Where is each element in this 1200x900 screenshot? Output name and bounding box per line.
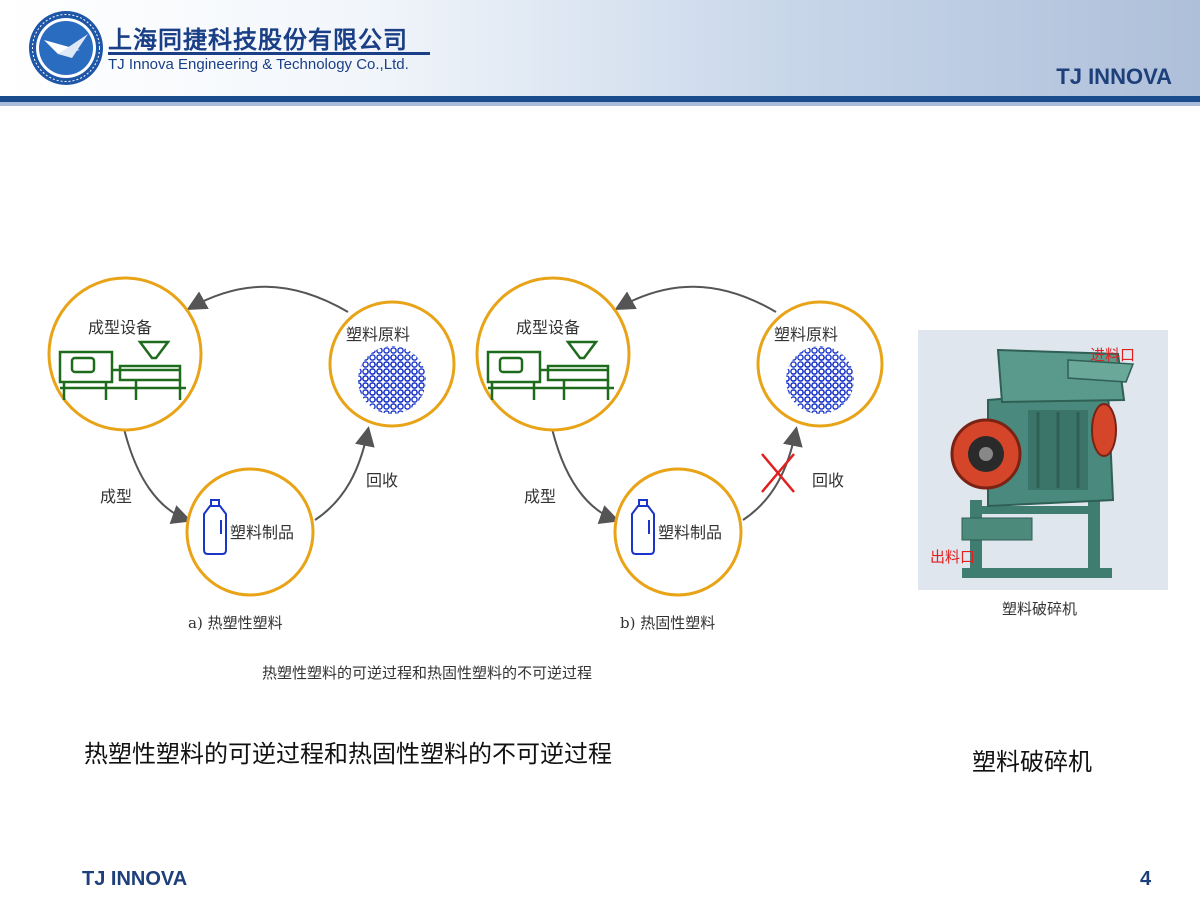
discharge-tray: [961, 517, 1033, 541]
panel-caption: a) 热塑性塑料: [188, 614, 283, 632]
product-label: 塑料制品: [230, 523, 294, 542]
header-rule-light: [0, 102, 1200, 106]
header-rule-dark: [0, 96, 1200, 102]
recycle-label: 回收: [366, 471, 398, 490]
company-logo-icon: [29, 11, 103, 85]
arrow-material-to-equipment: [186, 285, 349, 313]
arrow-product-to-material: [742, 426, 803, 521]
material-label: 塑料原料: [774, 325, 838, 344]
header-brand: TJ INNOVA: [1056, 64, 1172, 89]
molding-machine-icon: [58, 340, 186, 400]
panel-thermoplastic: 成型设备 塑料原料 塑料制品 成型 回收 a) 热: [47, 276, 456, 632]
company-name-en: TJ Innova Engineering & Technology Co.,L…: [108, 56, 409, 73]
figure-caption: 热塑性塑料的可逆过程和热固性塑料的不可逆过程: [262, 664, 592, 682]
arrow-product-to-material: [314, 426, 375, 521]
company-name-underline: [108, 52, 430, 55]
pellets-cluster-icon: [786, 346, 854, 414]
bottle-icon: [631, 499, 655, 555]
equipment-label: 成型设备: [516, 318, 580, 337]
material-label: 塑料原料: [346, 325, 410, 344]
flywheel-right: [1091, 403, 1117, 457]
company-name-cn: 上海同捷科技股份有限公司: [108, 26, 408, 54]
recycle-label: 回收: [812, 471, 844, 490]
bottle-icon: [203, 499, 227, 555]
pellets-cluster-icon: [358, 346, 426, 414]
outlet-label: 出料口: [930, 548, 975, 566]
panel-caption: b) 热固性塑料: [620, 614, 715, 632]
molding-machine-icon: [486, 340, 614, 400]
page-number: 4: [1140, 868, 1152, 890]
forming-label: 成型: [100, 487, 132, 506]
forming-label: 成型: [524, 487, 556, 506]
product-label: 塑料制品: [658, 523, 722, 542]
inlet-label: 进料口: [1090, 346, 1135, 364]
arrow-equipment-to-product: [121, 419, 192, 525]
footer-brand: TJ INNOVA: [82, 868, 188, 890]
photo-caption: 塑料破碎机: [1002, 600, 1077, 618]
arrow-equipment-to-product: [549, 419, 620, 525]
main-caption: 热塑性塑料的可逆过程和热固性塑料的不可逆过程: [84, 740, 612, 768]
blocked-cross-icon: [761, 453, 795, 493]
equipment-circle: [47, 276, 203, 432]
equipment-label: 成型设备: [88, 318, 152, 337]
panel-thermoset: 成型设备 塑料原料 塑料制品 成型 回收 b) 热: [475, 276, 884, 632]
slide-header: 上海同捷科技股份有限公司 TJ Innova Engineering & Tec…: [0, 0, 1200, 98]
arrow-material-to-equipment: [614, 285, 777, 313]
crusher-photo: 进料口 出料口 塑料破碎机: [918, 330, 1168, 618]
side-caption: 塑料破碎机: [972, 748, 1092, 776]
equipment-circle: [475, 276, 631, 432]
plastic-cycle-diagram: 成型设备 塑料原料 塑料制品 成型 回收 a) 热: [47, 276, 884, 682]
